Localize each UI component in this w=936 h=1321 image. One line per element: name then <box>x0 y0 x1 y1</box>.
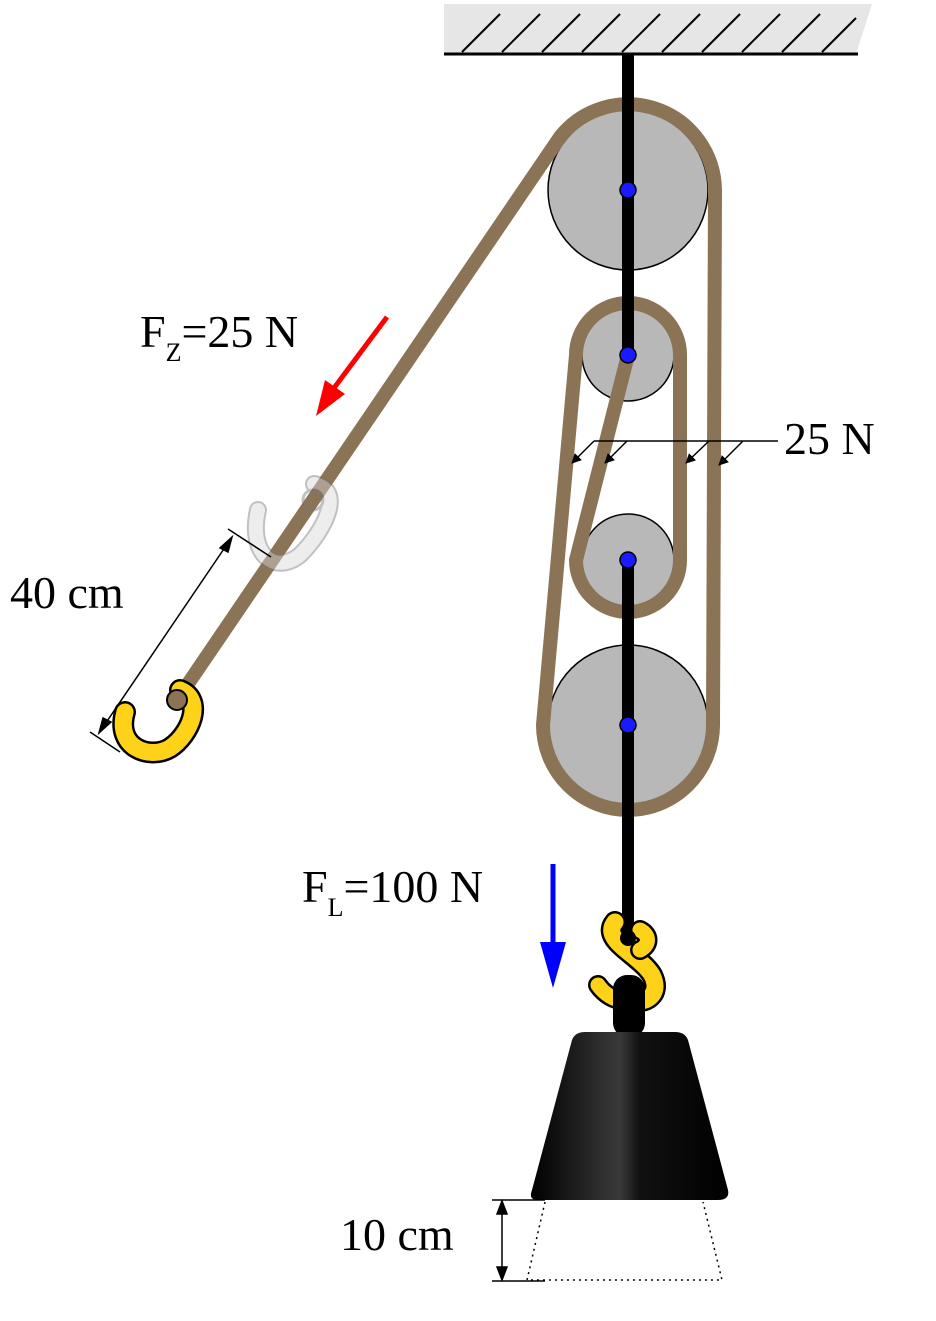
pull-distance-label: 40 cm <box>10 567 124 618</box>
load-force-label: FL=100 N <box>302 861 483 922</box>
weight <box>530 975 729 1200</box>
axle-upper-large <box>619 181 637 199</box>
axle-lower-small <box>619 551 637 569</box>
load-force-arrow <box>540 864 566 988</box>
tension-indicator <box>571 440 778 466</box>
rope-tension-label: 25 N <box>784 413 875 464</box>
pull-distance-dimension <box>89 528 272 753</box>
axle-upper-small <box>619 346 637 364</box>
lift-distance-dimension <box>492 1198 545 1283</box>
hook-previous-position <box>246 475 339 572</box>
axle-lower-large <box>619 716 637 734</box>
pull-hook <box>112 679 205 764</box>
ceiling <box>444 4 872 56</box>
axle-points <box>619 181 637 734</box>
pull-force-arrow <box>316 315 390 416</box>
pull-force-label: FZ=25 N <box>140 306 298 367</box>
lift-distance-label: 10 cm <box>340 1209 454 1260</box>
weight-previous-position <box>526 1201 723 1281</box>
